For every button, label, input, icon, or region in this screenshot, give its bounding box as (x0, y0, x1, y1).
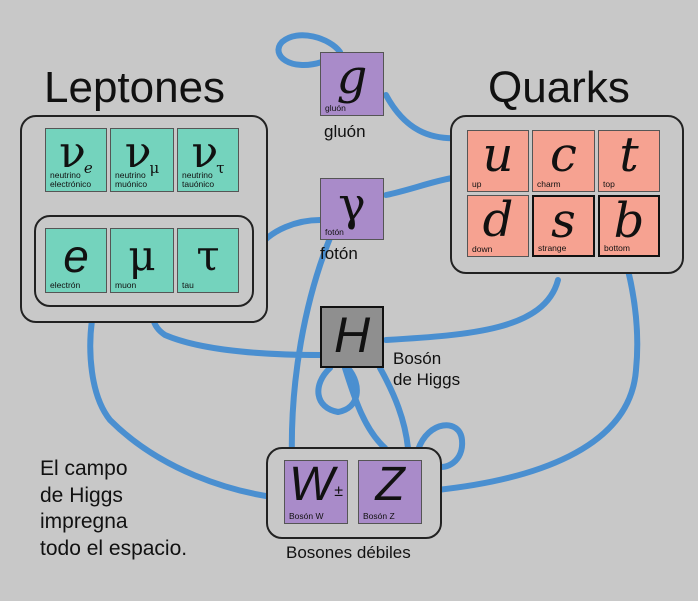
tile-name: up (472, 179, 482, 190)
charge-superscript: ± (334, 483, 344, 500)
particle-symbol: Z (375, 458, 405, 511)
higgs-label-line2: de Higgs (393, 370, 461, 390)
tile-name: electrón (50, 280, 81, 291)
neutrino-symbol: ν (59, 127, 86, 178)
neutrino-symbol: ν (124, 127, 152, 178)
tile-electron: e electrón (45, 228, 107, 293)
tile-charm-quark: c charm (532, 130, 595, 192)
tile-name: tau (182, 280, 194, 291)
leptons-title: Leptones (44, 63, 226, 112)
particle-symbol: u (482, 127, 514, 183)
w-lepton-line (87, 317, 283, 501)
tile-tau: τ tau (177, 228, 239, 293)
neutrino-subscript: e (83, 159, 93, 177)
particle-symbol: W (288, 458, 335, 511)
higgs-label-line1: Bosón (393, 349, 442, 368)
tile-tau-neutrino: ντ neutrino tauónico (177, 128, 239, 192)
tile-gluon: g gluón (320, 52, 384, 116)
higgs-z-line (377, 365, 411, 451)
caption-line: de Higgs (40, 483, 123, 507)
tile-muon-neutrino: νμ neutrino muónico (110, 128, 174, 192)
higgs-w-line (342, 365, 388, 451)
tile-name: strange (538, 243, 567, 254)
neutrino-subscript: μ (149, 159, 160, 177)
tile-name: neutrino electrónico (50, 170, 92, 190)
particle-symbol: g (336, 49, 368, 105)
particle-symbol: e (63, 230, 89, 282)
tile-strange-quark: s strange (532, 195, 595, 257)
weak-bosons-label: Bosones débiles (286, 543, 411, 562)
gluon-self-loop (275, 32, 343, 68)
tile-name: bottom (604, 243, 630, 254)
tile-name: down (472, 244, 493, 255)
tile-name: Bosón Z (363, 511, 395, 522)
higgs-field-caption: El campo de Higgs impregna todo el espac… (40, 456, 187, 563)
particle-symbol: γ (338, 177, 366, 231)
higgs-self-loop (315, 365, 360, 415)
neutrino-symbol: ν (191, 127, 219, 178)
particle-symbol: t (619, 127, 639, 183)
caption-line: El campo (40, 457, 128, 480)
tile-name: top (603, 179, 615, 190)
photon-quark-line (383, 175, 455, 198)
tile-name: fotón (325, 227, 344, 238)
tile-photon: γ fotón (320, 178, 384, 240)
tile-bottom-quark: b bottom (598, 195, 660, 257)
tile-name: muon (115, 280, 137, 291)
tile-down-quark: d down (467, 195, 529, 257)
particle-symbol: μ (128, 231, 156, 280)
higgs-label: Bosón de Higgs (393, 348, 460, 391)
gluon-quark-line (383, 92, 463, 142)
tile-name: gluón (325, 103, 346, 114)
tile-w-boson: W± Bosón W (284, 460, 348, 524)
neutrino-subscript: τ (216, 159, 225, 177)
tile-top-quark: t top (598, 130, 660, 192)
caption-line: todo el espacio. (40, 536, 188, 560)
particle-symbol: c (550, 127, 577, 183)
tile-higgs: H (320, 306, 384, 368)
particle-symbol: H (333, 307, 371, 363)
quarks-title: Quarks (488, 63, 630, 112)
particle-symbol: b (613, 193, 645, 249)
tile-name: neutrino tauónico (182, 170, 215, 190)
tile-muon: μ muon (110, 228, 174, 293)
tile-name: neutrino muónico (115, 170, 148, 190)
gluon-label: gluón (324, 122, 366, 141)
tile-name: charm (537, 179, 561, 190)
tile-electron-neutrino: νe neutrino electrónico (45, 128, 107, 192)
particle-symbol: d (482, 192, 514, 248)
tile-up-quark: u up (467, 130, 529, 192)
higgs-quark-line (383, 277, 561, 343)
z-quark-line (434, 267, 641, 493)
z-self-loop (415, 422, 466, 470)
caption-line: impregna (40, 510, 128, 534)
particle-symbol: s (551, 193, 576, 249)
photon-label: fotón (320, 244, 358, 263)
tile-name: Bosón W (289, 511, 324, 522)
tile-z-boson: Z Bosón Z (358, 460, 422, 524)
particle-symbol: τ (196, 231, 220, 280)
photon-w-line (288, 235, 333, 463)
